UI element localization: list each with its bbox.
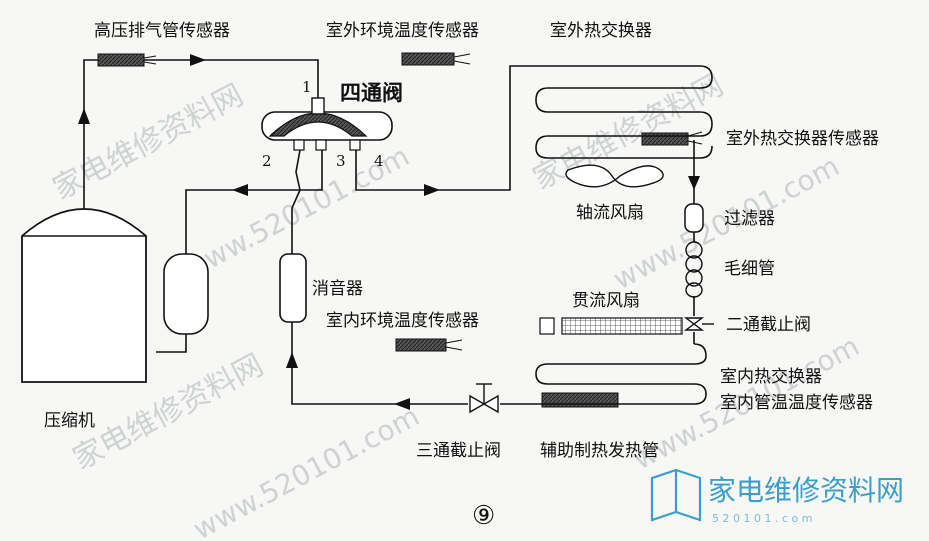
two-way-valve — [683, 317, 714, 331]
capillary-label: 毛细管 — [724, 259, 775, 279]
four-way-valve-label: 四通阀 — [340, 80, 403, 105]
arrow-left-bottom — [394, 398, 410, 410]
muffler-to-port2-pipe — [291, 149, 301, 254]
book-logo-icon — [650, 468, 702, 522]
capillary-tube — [685, 241, 703, 298]
component-labels: 高压排气管传感器 室外环境温度传感器 室外热交换器 四通阀 1 2 3 4 室外… — [44, 21, 879, 531]
flow-arrows — [78, 54, 700, 410]
compressor-label: 压缩机 — [44, 411, 95, 431]
muffler — [279, 253, 307, 323]
arrow-left-suction — [232, 184, 248, 196]
outdoor-hx-label: 室外热交换器 — [550, 21, 652, 41]
axial-fan-icon — [565, 164, 664, 188]
four-way-valve — [261, 97, 393, 151]
suction-pipe-lower — [156, 332, 187, 353]
port-1-label: 1 — [302, 78, 312, 96]
port-3-label: 3 — [336, 152, 346, 170]
outdoor-heat-exchanger — [535, 65, 713, 159]
brand-watermark: 家电维修资料网 5 2 0 1 0 1 . c o m — [650, 468, 904, 525]
two-way-valve-label: 二通截止阀 — [726, 315, 811, 335]
muffler-label: 消音器 — [312, 279, 363, 299]
high-pressure-sensor-label: 高压排气管传感器 — [94, 21, 230, 41]
outdoor-hx-sensor-label: 室外热交换器传感器 — [726, 129, 879, 149]
aux-heater-label: 辅助制热发热管 — [540, 441, 659, 461]
watermark-text-1: 家电维修资料网 — [47, 78, 249, 207]
accumulator — [163, 253, 209, 335]
filter-label: 过滤器 — [724, 209, 775, 229]
indoor-pipe-sensor-label: 室内管温温度传感器 — [720, 393, 873, 413]
cross-flow-fan — [539, 317, 683, 335]
watermark-url-3: www.520101.com — [188, 399, 425, 541]
brand-url: 5 2 0 1 0 1 . c o m — [712, 512, 812, 525]
three-way-valve-label: 三通截止阀 — [416, 441, 501, 461]
cross-flow-fan-label: 贯流风扇 — [572, 291, 640, 311]
port-4-label: 4 — [374, 152, 384, 170]
three-way-valve — [469, 383, 499, 414]
indoor-pipe-sensor-probe — [541, 392, 619, 408]
high-pressure-sensor-probe — [97, 53, 157, 67]
indoor-ambient-sensor-probe — [395, 338, 463, 352]
arrow-down-outdoor — [688, 176, 700, 190]
outdoor-ambient-sensor-label: 室外环境温度传感器 — [326, 21, 479, 41]
figure-number: ⑨ — [472, 501, 495, 531]
arrow-up-muffler — [286, 352, 298, 368]
outdoor-ambient-sensor-probe — [401, 52, 471, 66]
indoor-ambient-sensor-label: 室内环境温度传感器 — [326, 311, 479, 331]
compressor — [21, 208, 147, 383]
suction-pipe-upper — [185, 148, 323, 256]
arrow-up-discharge — [78, 108, 90, 124]
indoor-hx-label: 室内热交换器 — [720, 367, 822, 387]
filter — [684, 203, 704, 233]
arrow-right-top — [190, 54, 206, 66]
port4-to-outdoor-hx — [355, 65, 536, 191]
three-way-to-muffler-pipe — [291, 322, 468, 405]
arrow-right-port4 — [424, 184, 440, 196]
outdoor-hx-sensor-probe — [641, 131, 703, 146]
port-2-label: 2 — [262, 152, 272, 170]
indoor-heat-exchanger — [535, 343, 707, 405]
axial-fan-label: 轴流风扇 — [576, 203, 644, 223]
brand-text: 家电维修资料网 — [708, 474, 904, 507]
